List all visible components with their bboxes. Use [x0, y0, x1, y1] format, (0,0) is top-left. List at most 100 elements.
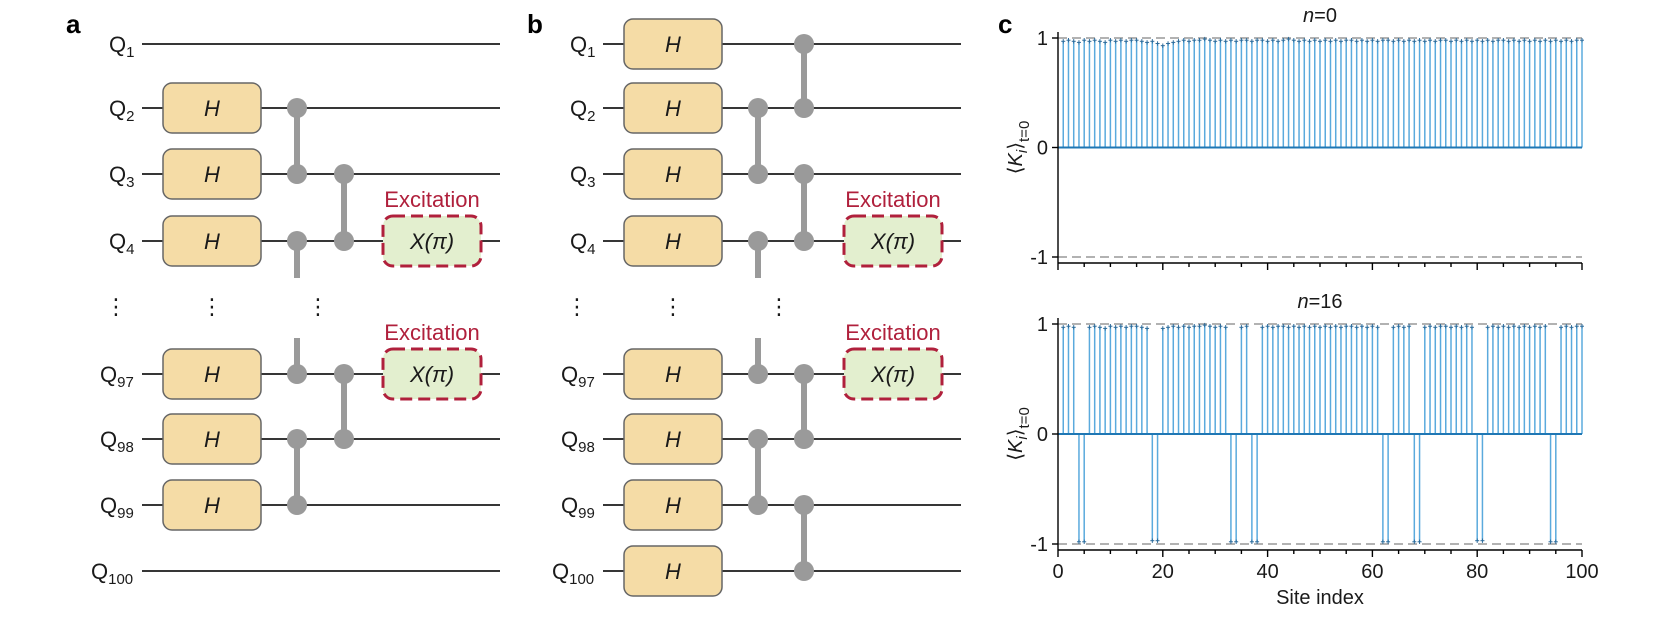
h-gate-97-label: H: [665, 362, 681, 387]
chart0-ytick-label-1: 1: [1037, 28, 1048, 50]
qubit-label-97: Q97: [100, 362, 134, 391]
h-gate-2-label: H: [204, 96, 220, 121]
h-gate-97-box: [623, 348, 723, 400]
h-gate-97-label: H: [204, 362, 220, 387]
excitation-gate-4-caption: Excitation: [384, 187, 479, 212]
qubit-label-1: Q1: [570, 32, 595, 61]
chart0-title: n=0: [1303, 5, 1337, 27]
chart1-ytick-label-1: 1: [1037, 314, 1048, 336]
cz-98-99-control-0: [748, 429, 768, 449]
excitation-gate-4-caption: Excitation: [845, 187, 940, 212]
h-gate-3-label: H: [204, 162, 220, 187]
cz-97-98-control-0: [794, 364, 814, 384]
vdots-cz: ⋮: [307, 294, 329, 319]
cz-98-99-control-1: [287, 495, 307, 515]
excitation-gate-4-box: [381, 214, 483, 268]
excitation-gate-97-label: X(π): [409, 362, 454, 387]
cz-1-2-control-1: [794, 98, 814, 118]
chart1-ytick-label-0: 0: [1037, 424, 1048, 446]
cz-2-3-control-1: [748, 164, 768, 184]
cz-99-100-control-1: [794, 561, 814, 581]
h-gate-2-box: [623, 82, 723, 134]
excitation-gate-97-box: [842, 347, 944, 401]
circuit-a: Q1Q2Q3Q4Q97Q98Q99Q100HHHHHH⋮⋮⋮X(π)Excita…: [91, 32, 500, 588]
chart1-ylabel: ⟨Ki⟩t=0: [1005, 407, 1033, 461]
chart1-xtick-label-60: 60: [1361, 561, 1383, 583]
qubit-label-4: Q4: [109, 229, 134, 258]
cz-3-4-control-1: [334, 231, 354, 251]
cz-2-3-control-0: [748, 98, 768, 118]
qubit-label-3: Q3: [570, 162, 595, 191]
qubit-label-98: Q98: [561, 427, 595, 456]
excitation-gate-4-label: X(π): [870, 229, 915, 254]
cz-3-4-control-1: [794, 231, 814, 251]
h-gate-1-label: H: [665, 32, 681, 57]
qubit-label-3: Q3: [109, 162, 134, 191]
circuit-b: Q1Q2Q3Q4Q97Q98Q99Q100HHHHHHHH⋮⋮⋮X(π)Exci…: [552, 18, 961, 597]
chart0-ytick-label-0: 0: [1037, 138, 1048, 160]
chart1-ytick-label--1: -1: [1030, 534, 1048, 556]
h-gate-99-label: H: [665, 493, 681, 518]
chart1-title: n=16: [1297, 291, 1342, 313]
cz-3-4-control-0: [334, 164, 354, 184]
cz-97-98-control-1: [794, 429, 814, 449]
excitation-gate-97-caption: Excitation: [384, 320, 479, 345]
h-gate-3-box: [162, 148, 262, 200]
h-gate-97-box: [162, 348, 262, 400]
excitation-gate-4-box: [842, 214, 944, 268]
excitation-gate-4-label: X(π): [409, 229, 454, 254]
h-gate-98-box: [162, 413, 262, 465]
cz-97-up-control-0: [287, 364, 307, 384]
qubit-label-4: Q4: [570, 229, 595, 258]
h-gate-4-box: [623, 215, 723, 267]
h-gate-98-box: [623, 413, 723, 465]
excitation-gate-97-caption: Excitation: [845, 320, 940, 345]
cz-99-100-control-0: [794, 495, 814, 515]
vdots-hadamard: ⋮: [201, 294, 223, 319]
excitation-gate-97-box: [381, 347, 483, 401]
cz-3-4-control-0: [794, 164, 814, 184]
cz-2-3-control-0: [287, 98, 307, 118]
chart1-xtick-label-40: 40: [1256, 561, 1278, 583]
h-gate-3-label: H: [665, 162, 681, 187]
cz-97-98-control-0: [334, 364, 354, 384]
vdots-hadamard: ⋮: [662, 294, 684, 319]
h-gate-99-box: [623, 479, 723, 531]
h-gate-2-box: [162, 82, 262, 134]
vdots-cz: ⋮: [768, 294, 790, 319]
h-gate-4-label: H: [665, 229, 681, 254]
cz-2-3-control-1: [287, 164, 307, 184]
qubit-label-97: Q97: [561, 362, 595, 391]
qubit-label-99: Q99: [561, 493, 595, 522]
h-gate-99-label: H: [204, 493, 220, 518]
cz-97-up-control-0: [748, 364, 768, 384]
h-gate-98-label: H: [204, 427, 220, 452]
panel-label-c: c: [998, 9, 1012, 39]
cz-98-99-control-1: [748, 495, 768, 515]
chart-n0: n=0 1 0 -1 ⟨Ki⟩t=0: [1005, 5, 1584, 270]
chart1-xlabel: Site index: [1276, 587, 1364, 609]
h-gate-4-label: H: [204, 229, 220, 254]
cz-4-down-control-0: [748, 231, 768, 251]
qubit-label-100: Q100: [91, 559, 133, 588]
qubit-label-98: Q98: [100, 427, 134, 456]
panel-label-b: b: [527, 9, 543, 39]
cz-4-down-control-0: [287, 231, 307, 251]
panel-label-a: a: [66, 9, 81, 39]
chart1-xtick-label-100: 100: [1565, 561, 1598, 583]
chart1-xtick-label-80: 80: [1466, 561, 1488, 583]
chart0-ylabel: ⟨Ki⟩t=0: [1005, 121, 1033, 175]
h-gate-100-label: H: [665, 559, 681, 584]
qubit-label-2: Q2: [109, 96, 134, 125]
qubit-label-100: Q100: [552, 559, 594, 588]
chart0-ytick-label--1: -1: [1030, 247, 1048, 269]
qubit-label-1: Q1: [109, 32, 134, 61]
h-gate-98-label: H: [665, 427, 681, 452]
h-gate-100-box: [623, 545, 723, 597]
vdots-labels: ⋮: [105, 294, 127, 319]
h-gate-2-label: H: [665, 96, 681, 121]
cz-1-2-control-0: [794, 34, 814, 54]
h-gate-4-box: [162, 215, 262, 267]
